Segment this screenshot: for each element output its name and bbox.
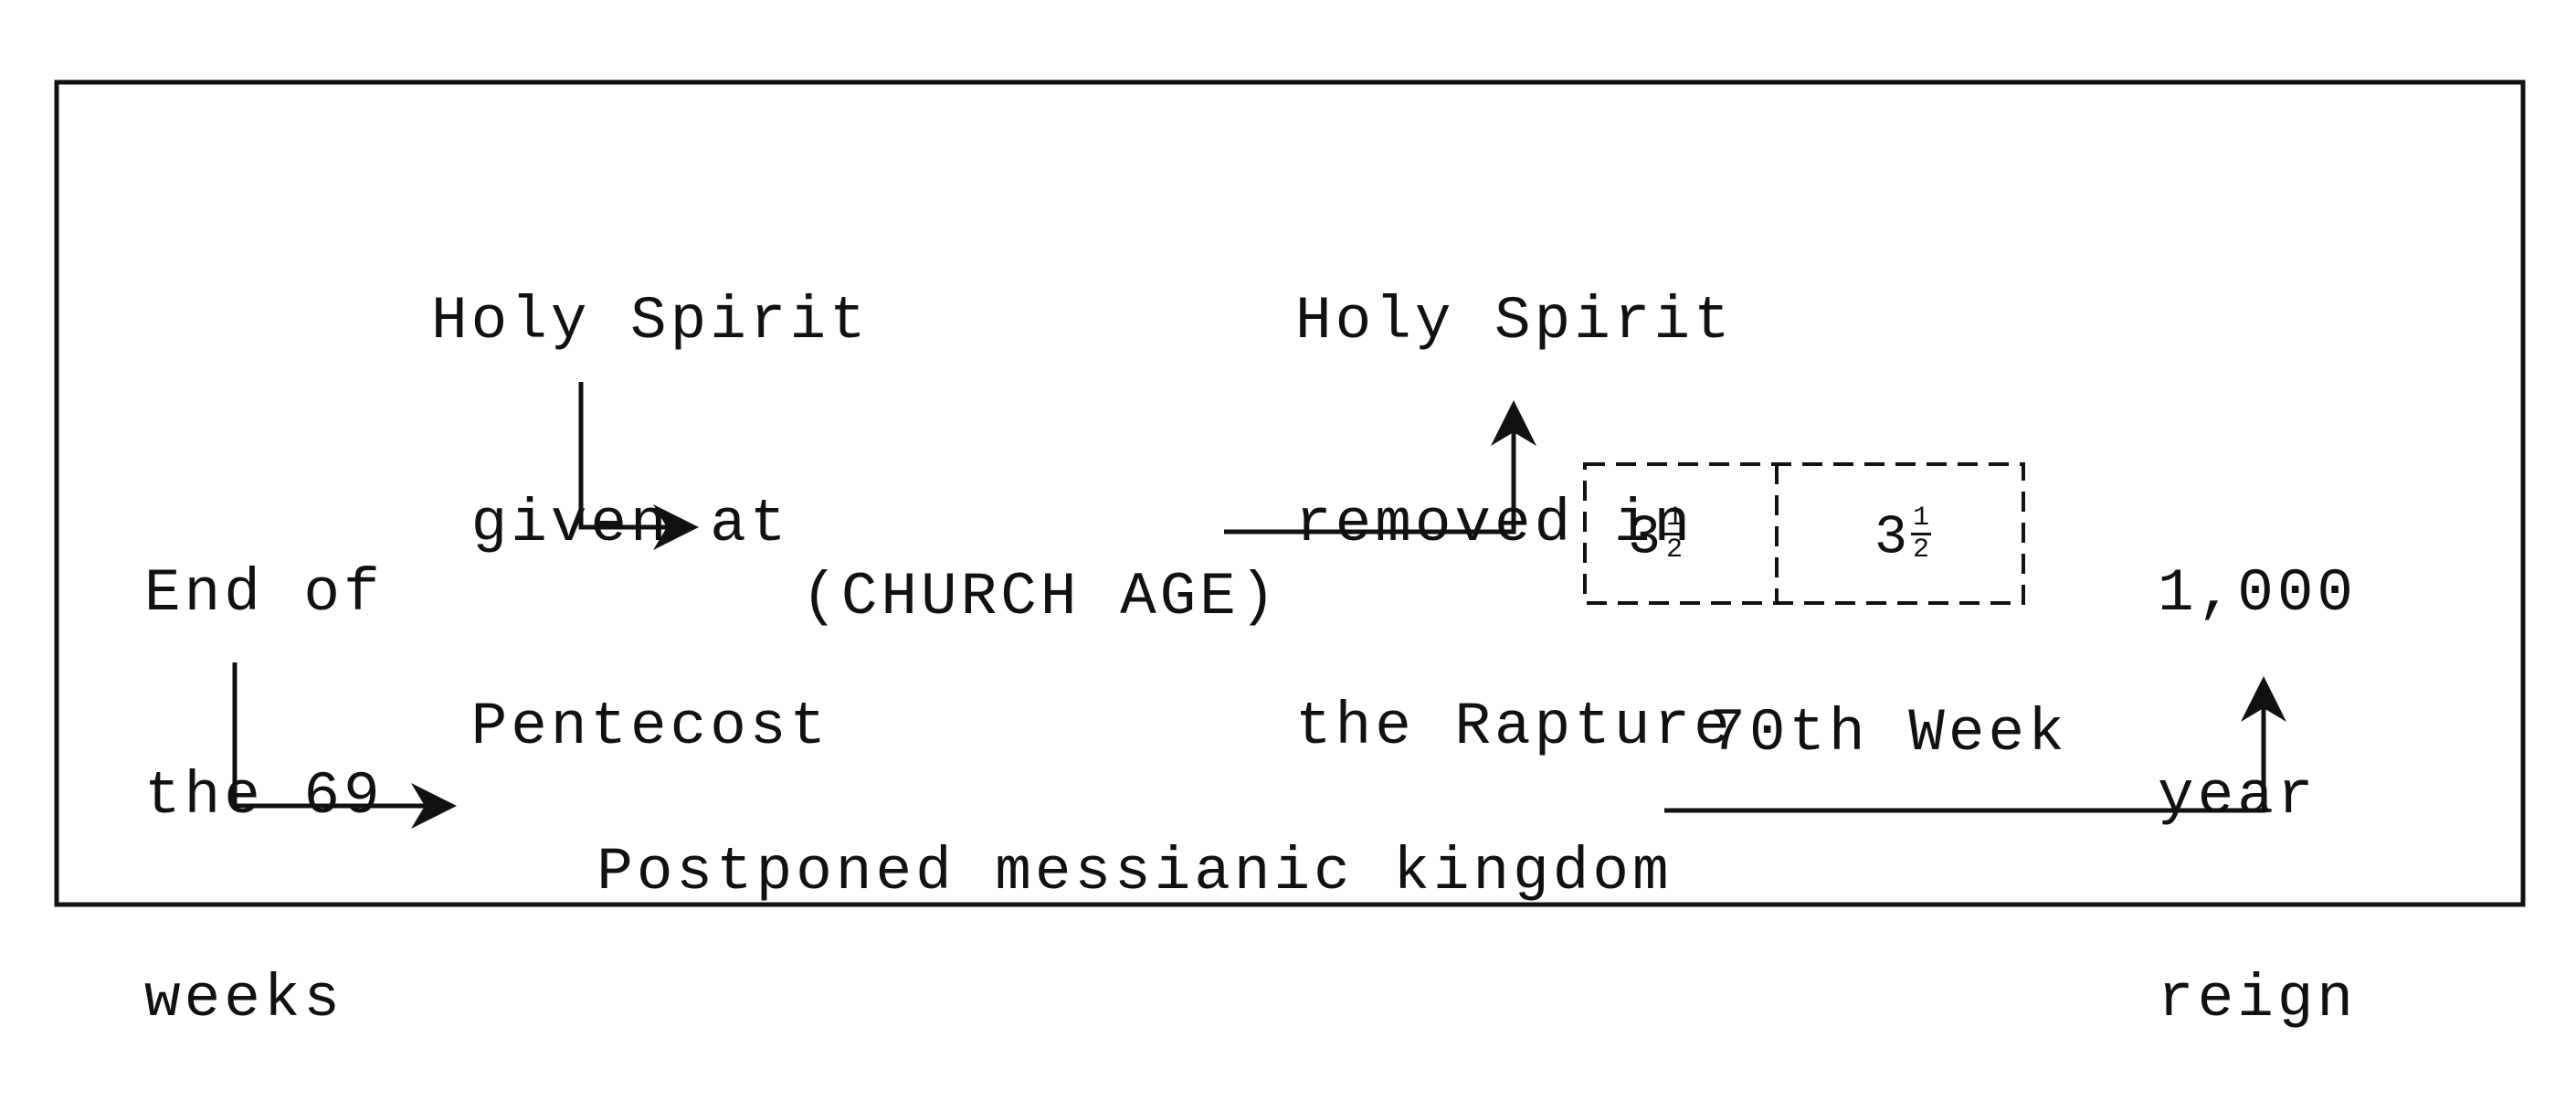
arrow-church-age-to-rapture <box>1224 400 1536 535</box>
seventieth-week-label: 70th Week <box>1709 699 2068 768</box>
arrow-69-weeks-to-postponed-kingdom <box>232 662 457 829</box>
church-age-label: (CHURCH AGE) <box>801 563 1280 631</box>
arrow-postponed-kingdom-to-reign <box>1664 676 2286 813</box>
outer-frame <box>54 79 2526 907</box>
end-of-69-weeks-label: End of the 69 weeks <box>144 559 384 1033</box>
seventieth-week-box <box>1583 462 2025 605</box>
holy-spirit-removed-label: Holy Spirit removed in the Rapture <box>1295 287 1734 761</box>
arrow-pentecost-to-church-age <box>578 382 699 550</box>
thousand-year-reign-label: 1,000 year reign <box>2158 559 2358 1033</box>
holy-spirit-given-label: Holy Spirit given at Pentecost <box>431 287 870 761</box>
diagram-canvas <box>54 79 2526 907</box>
postponed-kingdom-label: Postponed messianic kingdom <box>596 838 1673 906</box>
